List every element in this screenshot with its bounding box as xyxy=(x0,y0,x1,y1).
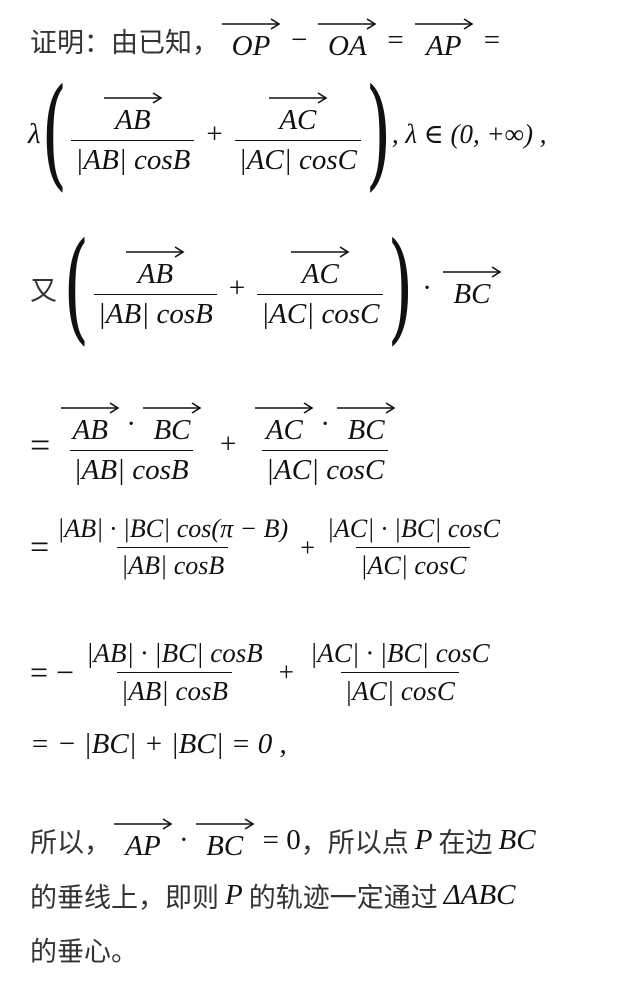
fraction-AB: AB |AB| cosB xyxy=(93,245,217,331)
lambda-symbol: λ xyxy=(28,117,41,150)
vector-arrow-icon xyxy=(221,18,281,30)
conclusion-line-3: 的垂心。 xyxy=(30,937,138,968)
vector-AP: AP xyxy=(414,18,474,63)
line-4: = AB · BC |AB| cosB + AC · BC xyxy=(30,402,406,487)
conclusion-prefix: 所以， xyxy=(30,828,111,859)
fraction-AB-BC: AB · BC |AB| cosB xyxy=(54,402,208,487)
dot-operator: · xyxy=(422,271,432,304)
conclusion-line-1: 所以， AP · BC = 0 ，所以点 P 在边 BC xyxy=(30,818,536,863)
vector-arrow-icon xyxy=(290,245,350,258)
conclusion-line-2: 的垂线上，即则 P 的轨迹一定通过 ΔABC xyxy=(30,879,516,914)
plus-sign: + xyxy=(206,117,223,150)
fraction-cosB: |AB| · |BC| cosB |AB| cosB xyxy=(86,638,263,706)
vector-arrow-icon xyxy=(103,91,163,104)
intro-label: 证明：由已知， xyxy=(30,28,219,59)
vector-arrow-icon xyxy=(125,245,185,258)
vector-arrow-icon xyxy=(113,818,173,830)
vector-arrow-icon xyxy=(414,18,474,30)
fraction-AC-BC: AC · BC |AC| cosC xyxy=(248,402,402,487)
fraction-cosC: |AC| · |BC| cosC |AC| cosC xyxy=(310,638,490,706)
line-2: λ ( AB |AB| cosB + AC |AC| cosC ) , λ ∈ … xyxy=(28,74,546,194)
vector-BC: BC xyxy=(195,818,255,863)
fraction-cos-pi-minus-B: |AB| · |BC| cos(π − B) |AB| cosB xyxy=(57,514,289,580)
vector-arrow-icon xyxy=(60,402,120,414)
line-7: = − |BC| + |BC| = 0 , xyxy=(30,728,287,761)
final-result: = − |BC| + |BC| = 0 , xyxy=(30,728,287,760)
line-6: = − |AB| · |BC| cosB |AB| cosB + |AC| · … xyxy=(30,638,498,707)
equals-sign: = xyxy=(483,24,501,56)
line-1: 证明：由已知， OP − OA = AP = xyxy=(30,18,508,63)
plus-sign: + xyxy=(219,428,237,460)
you-label: 又 xyxy=(30,275,57,307)
right-paren: ) xyxy=(365,64,392,203)
equals-sign: = xyxy=(30,424,51,465)
fraction-cosC: |AC| · |BC| cosC |AC| cosC xyxy=(326,514,500,580)
line-5: = |AB| · |BC| cos(π − B) |AB| cosB + |AC… xyxy=(30,514,508,581)
vector-arrow-icon xyxy=(336,402,396,414)
vector-OP: OP xyxy=(221,18,281,63)
equals-sign: = xyxy=(387,24,404,56)
vector-arrow-icon xyxy=(442,265,502,278)
vector-arrow-icon xyxy=(142,402,202,414)
fraction-AC: AC |AC| cosC xyxy=(234,91,362,177)
vector-arrow-icon xyxy=(317,18,377,30)
equals-sign: = xyxy=(30,528,50,566)
line-3: 又 ( AB |AB| cosB + AC |AC| cosC ) · BC xyxy=(30,228,504,348)
right-paren: ) xyxy=(387,218,414,357)
fraction-AC: AC |AC| cosC xyxy=(257,245,384,331)
left-paren: ( xyxy=(41,64,67,203)
lambda-range: , λ ∈ (0, +∞) , xyxy=(391,118,547,149)
vector-arrow-icon xyxy=(195,818,255,830)
vector-OA: OA xyxy=(317,18,377,63)
vector-arrow-icon xyxy=(268,91,328,104)
vector-BC: BC xyxy=(442,265,502,311)
vector-arrow-icon xyxy=(254,402,314,414)
fraction-AB: AB |AB| cosB xyxy=(71,91,195,177)
plus-sign: + xyxy=(228,271,246,304)
equals-minus: = − xyxy=(30,654,75,690)
plus-sign: + xyxy=(300,532,315,562)
minus-sign: − xyxy=(291,24,308,56)
left-paren: ( xyxy=(63,218,90,357)
vector-AP: AP xyxy=(113,818,173,863)
plus-sign: + xyxy=(278,657,294,687)
